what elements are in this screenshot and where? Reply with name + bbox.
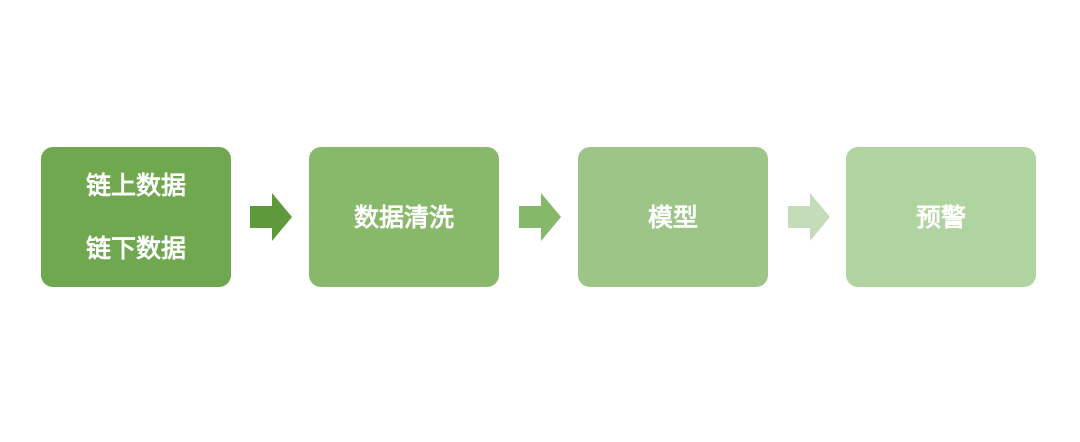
step-label: 链下数据 [85,234,186,263]
arrow-right-icon [788,193,830,241]
step-model: 模型 [578,147,768,287]
step-label: 数据清洗 [353,202,454,232]
step-label: 链上数据 [85,171,186,200]
step-label: 模型 [647,202,698,232]
step-label: 预警 [915,202,966,232]
arrow-right-icon [250,193,292,241]
arrow-right-icon [519,193,561,241]
step-data-cleaning: 数据清洗 [309,147,499,287]
step-onchain-offchain-data: 链上数据 链下数据 [41,147,231,287]
step-alert: 预警 [846,147,1036,287]
